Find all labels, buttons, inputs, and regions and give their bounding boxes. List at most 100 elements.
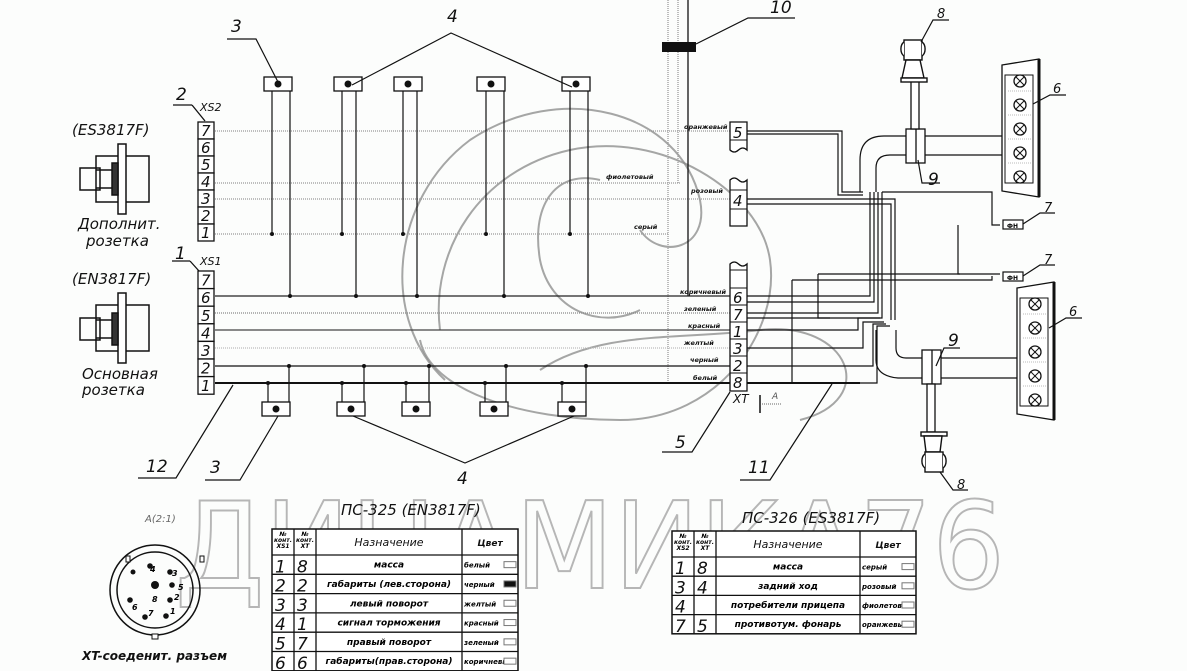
color-swatch [901,582,915,590]
contact-pin [142,614,148,620]
pin-number: 5 [201,156,211,174]
pin-cell [197,375,215,395]
callout-4-top: 4 [447,7,458,27]
table-header-cell: XS1 [275,543,289,550]
table-cell-xs: 4 [275,615,286,635]
table-ps326-title: ПС-326 (ES3817F) [742,509,880,527]
marker-light-bottom [920,431,948,473]
table-cell-color: оранжевый [862,621,909,629]
socket-icon [79,292,150,364]
wire-label-yellow: желтый [683,339,714,347]
pin-number: 4 [201,324,211,342]
pin-number: 7 [201,122,211,140]
pin-number: 1 [201,224,211,242]
watermark-swirl [419,145,773,422]
table-header-purpose: Назначение [753,538,822,551]
marker-light-top [900,39,928,83]
wire-label-brown: коричневый [680,288,726,296]
contact-pin [147,563,153,569]
xs1-caption-line1: Основная [82,365,158,383]
callout-6-bottom: 6 [1069,305,1077,320]
detail-title: A(2:1) [144,514,176,525]
svg-text:5: 5 [733,124,743,142]
table-cell-xs: 3 [675,578,686,598]
callout-4-bottom: 4 [457,469,468,489]
table-cell-xs: 3 [275,596,286,616]
table-cell-xs: 7 [675,617,686,637]
table-cell-xs: 1 [675,559,686,579]
color-swatch [503,657,517,665]
table-header-cell: № [700,533,708,540]
callouts-bottom [138,384,575,481]
table-cell-xt: 3 [297,596,308,616]
table-cell-xt: 6 [297,654,308,671]
table-cell-purpose: левый поворот [350,599,429,609]
svg-text:8: 8 [152,595,158,604]
table-cell-xs: 4 [675,598,686,618]
table-cell-xs: 1 [275,557,286,577]
svg-text:5: 5 [178,583,184,592]
table-header-color: Цвет [477,539,503,549]
pin-number: 3 [201,190,211,208]
table-header-cell: № [300,531,308,538]
table-header-cell: конт. [674,539,692,546]
xt-pin-number: 2 [733,357,743,375]
callout-6-top: 6 [1053,82,1061,97]
watermark-swirl [401,107,703,381]
svg-text:7: 7 [148,609,154,618]
table-cell-color: серый [862,564,887,572]
wire-label-black: черный [690,356,719,364]
svg-text:4: 4 [733,192,743,210]
color-swatch [901,620,915,628]
color-swatch [503,619,517,627]
callouts-xt [662,383,833,481]
contact-pin [167,597,173,603]
table-cell-purpose: задний ход [757,582,818,592]
xt-pin-number: 6 [733,289,743,307]
pin-number: 3 [201,342,211,360]
table-header-cell: XT [300,543,311,550]
table-cell-color: черный [464,581,495,589]
table-cell-color: белый [464,562,490,570]
pin-number: 6 [201,289,211,307]
wire-label-white: белый [693,374,718,382]
table-cell-purpose: правый поворот [347,638,432,648]
table-cell-purpose: масса [374,561,404,571]
xt-pin-number: 8 [733,374,743,392]
pin-number: 2 [201,207,211,225]
table-cell-xs: 2 [275,577,286,597]
svg-text:2: 2 [174,593,180,602]
svg-text:3: 3 [172,569,178,578]
xs2-model: (ES3817F) [72,121,150,139]
detail-caption: XT-соеденит. разъем [81,649,227,663]
pin-number: 4 [201,173,211,191]
socket-icon [79,143,150,215]
callout-1: 1 [175,244,186,264]
table-cell-xt: 5 [697,617,708,637]
wire-label-orange: оранжевый [684,123,728,131]
table-header-purpose: Назначение [354,536,423,549]
table-header-cell: XS2 [675,545,689,552]
xs2-caption-line2: розетка [85,232,149,250]
wire-bus [215,0,860,384]
color-swatch [503,561,517,569]
table-cell-purpose: масса [773,563,803,573]
callout-7-bottom: 7 [1044,253,1053,268]
table-cell-purpose: противотум. фонарь [735,620,842,630]
table-header-cell: конт. [274,537,292,544]
callout-12: 12 [146,457,168,477]
fog-lamp-top: ФН [1002,219,1024,230]
table-header-cell: конт. [696,539,714,546]
callout-10: 10 [770,0,792,18]
contact-pin [151,581,159,589]
table-header-cell: № [678,533,686,540]
xt-pin-number: 1 [733,323,743,341]
